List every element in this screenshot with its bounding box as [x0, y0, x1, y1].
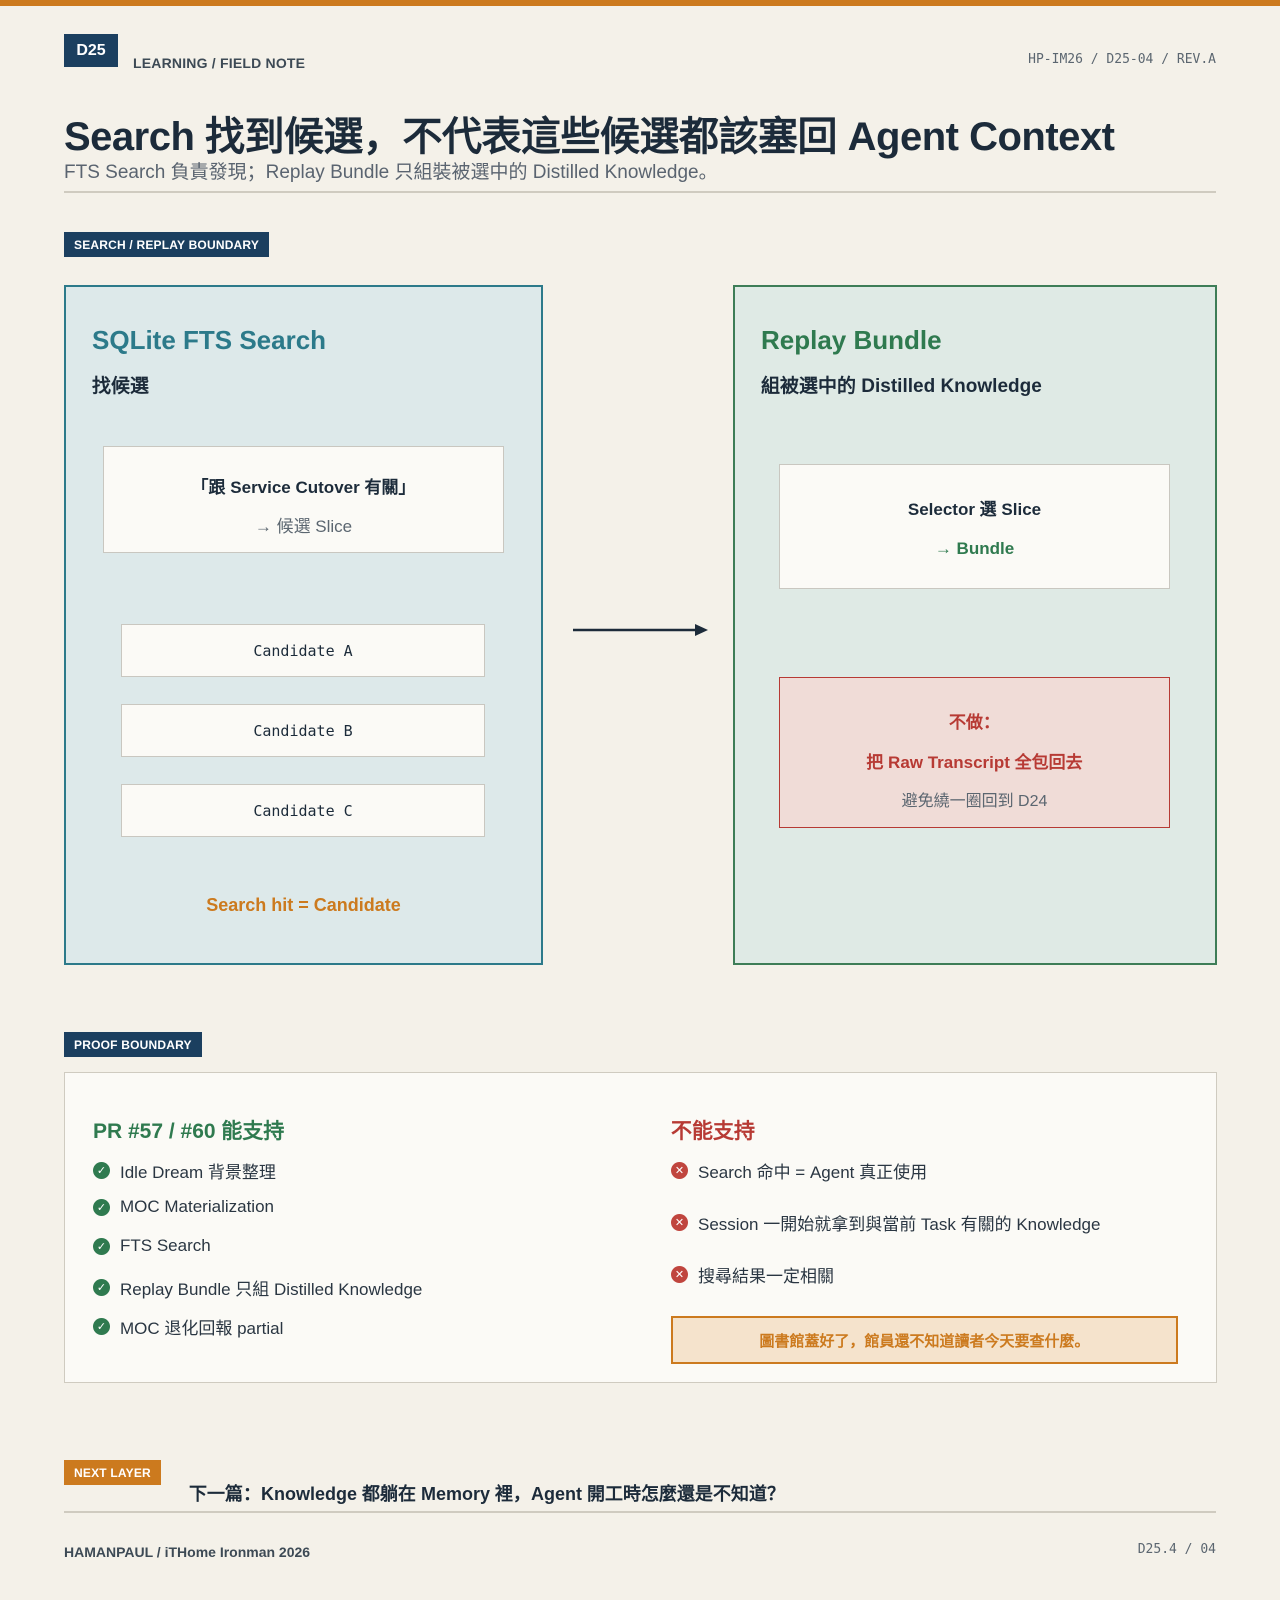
header-divider: [64, 191, 1216, 193]
warning-text: 把 Raw Transcript 全包回去: [866, 753, 1083, 772]
footer-page-number: D25.4 / 04: [1137, 1542, 1216, 1557]
supports-heading: PR #57 / #60 能支持: [93, 1120, 285, 1143]
candidate-item: Candidate C: [121, 784, 485, 837]
supports-item-label: Replay Bundle 只組 Distilled Knowledge: [120, 1280, 423, 1299]
proof-boundary-panel: PR #57 / #60 能支持 ✓ Idle Dream 背景整理 ✓ MOC M…: [64, 1072, 1217, 1383]
warning-note: 避免繞一圈回到 D24: [901, 793, 1048, 810]
section-tag-proof: PROOF BOUNDARY: [64, 1032, 202, 1057]
warning-title: 不做：: [949, 713, 1000, 732]
footer-divider: [64, 1511, 1216, 1513]
supports-item: ✓ FTS Search: [93, 1236, 211, 1256]
fts-search-heading: SQLite FTS Search: [92, 325, 327, 355]
not-supports-item-label: Session 一開始就拿到與當前 Task 有關的 Knowledge: [698, 1215, 1101, 1234]
replay-bundle-panel: Replay Bundle 組被選中的 Distilled Knowledge …: [733, 285, 1217, 965]
fts-search-subheading: 找候選: [92, 376, 150, 397]
supports-item-label: Idle Dream 背景整理: [120, 1163, 276, 1182]
check-circle-icon: ✓: [93, 1318, 110, 1335]
section-tag-next-layer: NEXT LAYER: [64, 1460, 161, 1485]
top-accent-bar: [0, 0, 1280, 6]
replay-bundle-heading: Replay Bundle: [761, 325, 942, 355]
not-supports-item: ✕ Search 命中 = Agent 真正使用: [671, 1158, 927, 1183]
not-supports-item: ✕ 搜尋結果一定相關: [671, 1262, 834, 1287]
replay-bundle-subheading: 組被選中的 Distilled Knowledge: [761, 376, 1042, 397]
not-supports-item-label: Search 命中 = Agent 真正使用: [698, 1163, 928, 1182]
section-tag-search-replay: SEARCH / REPLAY BOUNDARY: [64, 232, 270, 257]
check-circle-icon: ✓: [93, 1162, 110, 1179]
not-supports-item: ✕ Session 一開始就拿到與當前 Task 有關的 Knowledge: [671, 1210, 1100, 1235]
supports-item: ✓ Idle Dream 背景整理: [93, 1158, 276, 1183]
search-hit-note: Search hit = Candidate: [206, 895, 401, 915]
not-supports-item-label: 搜尋結果一定相關: [698, 1267, 834, 1286]
not-supports-heading: 不能支持: [671, 1120, 755, 1143]
x-circle-icon: ✕: [671, 1266, 688, 1283]
x-circle-icon: ✕: [671, 1214, 688, 1231]
not-doing-warning-card: 不做： 把 Raw Transcript 全包回去 避免繞一圈回到 D24: [779, 677, 1170, 828]
supports-item: ✓ Replay Bundle 只組 Distilled Knowledge: [93, 1275, 422, 1300]
query-result: → 候選 Slice: [254, 517, 353, 536]
query-text: 「跟 Service Cutover 有關」: [191, 478, 416, 497]
document-ref: HP-IM26 / D25-04 / REV.A: [1028, 52, 1216, 67]
supports-item-label: MOC 退化回報 partial: [120, 1319, 284, 1338]
selector-text: Selector 選 Slice: [907, 500, 1042, 519]
kicker-label: LEARNING / FIELD NOTE: [133, 55, 306, 71]
page-title: Search 找到候選，不代表這些候選都該塞回 Agent Context: [64, 115, 1115, 159]
footer-author: HAMANPAUL / iTHome Ironman 2026: [64, 1544, 311, 1560]
check-circle-icon: ✓: [93, 1237, 110, 1255]
check-circle-icon: ✓: [93, 1279, 110, 1296]
query-card: 「跟 Service Cutover 有關」 → 候選 Slice: [103, 446, 504, 553]
page-subtitle: FTS Search 負責發現；Replay Bundle 只組裝被選中的 Di…: [64, 162, 718, 183]
selector-card: Selector 選 Slice → Bundle: [779, 464, 1170, 589]
supports-item-label: MOC Materialization: [120, 1197, 274, 1216]
candidate-item: Candidate B: [121, 704, 485, 757]
day-badge: D25: [64, 34, 118, 67]
supports-item: ✓ MOC Materialization: [93, 1197, 274, 1217]
supports-item-label: FTS Search: [120, 1236, 211, 1255]
x-circle-icon: ✕: [671, 1162, 688, 1179]
selector-result: → Bundle: [934, 539, 1015, 558]
supports-item: ✓ MOC 退化回報 partial: [93, 1314, 283, 1339]
check-circle-icon: ✓: [93, 1198, 110, 1216]
librarian-quote: 圖書館蓋好了，館員還不知道讀者今天要查什麼。: [671, 1316, 1178, 1364]
fts-search-panel: SQLite FTS Search 找候選 「跟 Service Cutover…: [64, 285, 543, 965]
candidate-item: Candidate A: [121, 624, 485, 677]
flow-arrow-icon: [573, 624, 708, 636]
next-article-link[interactable]: 下一篇：Knowledge 都躺在 Memory 裡，Agent 開工時怎麼還是…: [189, 1484, 786, 1504]
